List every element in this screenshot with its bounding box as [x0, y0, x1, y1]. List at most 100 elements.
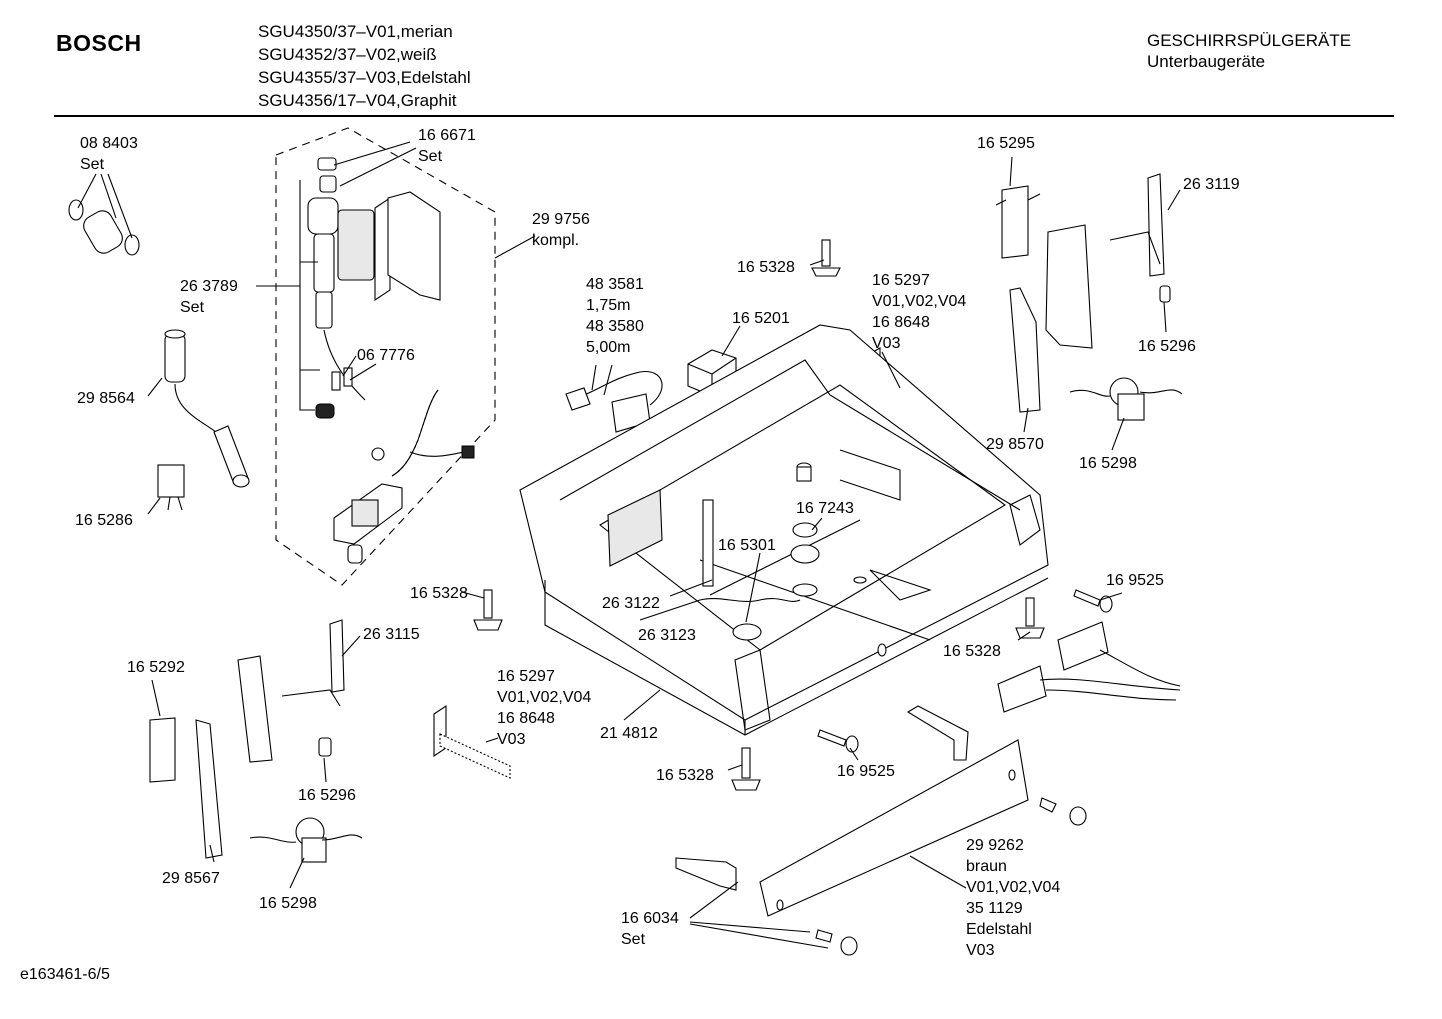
screw-part — [473, 589, 503, 631]
part-note: V03 — [872, 335, 901, 352]
part-note: Set — [180, 299, 205, 316]
part-label: 29 8570 — [986, 436, 1044, 453]
part-label: 16 5286 — [75, 512, 133, 529]
part-number: 29 8570 — [986, 436, 1044, 453]
base-tub-part — [519, 324, 1049, 736]
leader-lines — [77, 141, 1181, 949]
part-label: 16 5301 — [718, 537, 776, 554]
part-number: 16 5292 — [127, 659, 185, 676]
part-note: Set — [418, 148, 443, 165]
part-note: Set — [80, 156, 105, 173]
part-note: 1,75m — [586, 297, 630, 314]
part-label: 16 5296 — [298, 787, 356, 804]
part-number: 35 1129 — [966, 900, 1023, 917]
hinge-clip-part — [1159, 285, 1171, 303]
module-group-outline — [275, 127, 496, 586]
wiring-harness-part — [997, 621, 1181, 713]
part-label: 06 7776 — [357, 347, 415, 364]
part-number: 16 5296 — [298, 787, 356, 804]
hinge-clip-part — [318, 737, 332, 757]
part-number: 16 6034 — [621, 910, 679, 927]
screw-cap-part — [815, 797, 1087, 956]
model-line: SGU4356/17–V04,Graphit — [258, 91, 457, 110]
part-label: 21 4812 — [600, 725, 658, 742]
bracket-part — [675, 857, 737, 891]
part-number: 16 8648 — [872, 314, 930, 331]
kick-panel-part — [759, 739, 1029, 917]
part-label: 29 8567 — [162, 870, 220, 887]
part-number: 16 5298 — [1079, 455, 1137, 472]
part-label: 16 7243 — [796, 500, 854, 517]
connector-cable-part — [565, 371, 663, 433]
part-label: 29 8564 — [77, 390, 135, 407]
part-number: 48 3581 — [586, 276, 644, 293]
part-label: 16 5298 — [1079, 455, 1137, 472]
hinge-cover-part — [995, 185, 1041, 259]
part-label: 16 5292 — [127, 659, 185, 676]
model-line: SGU4352/37–V02,weiß — [258, 45, 437, 64]
part-label: 16 5328 — [410, 585, 468, 602]
part-note: Edelstahl — [966, 921, 1032, 938]
model-list: SGU4350/37–V01,merian SGU4352/37–V02,wei… — [258, 20, 471, 112]
part-number: 16 5201 — [732, 310, 790, 327]
hinge-spring-part — [1069, 377, 1183, 421]
hinge-cover-part — [149, 717, 176, 783]
part-number: 16 5297 — [497, 668, 555, 685]
part-number: 16 5295 — [977, 135, 1035, 152]
part-label: 16 5328 — [943, 643, 1001, 660]
part-number: 16 5328 — [737, 259, 795, 276]
part-note: V03 — [966, 942, 995, 959]
hose-part — [164, 329, 250, 488]
part-number: 29 9262 — [966, 837, 1024, 854]
part-note: V01,V02,V04 — [966, 879, 1060, 896]
part-number: 16 7243 — [796, 500, 854, 517]
part-label: 16 5328 — [656, 767, 714, 784]
part-number: 16 5297 — [872, 272, 930, 289]
part-number: 26 3119 — [1183, 176, 1240, 193]
part-number: 29 9756 — [532, 211, 590, 228]
part-note: Set — [621, 931, 646, 948]
part-number: 16 8648 — [497, 710, 555, 727]
clip-part — [157, 464, 185, 511]
screw-part — [731, 747, 761, 791]
part-note: 5,00m — [586, 339, 630, 356]
screw-part — [811, 239, 841, 277]
part-number: 16 5286 — [75, 512, 133, 529]
part-number: 16 5296 — [1138, 338, 1196, 355]
part-note: braun — [966, 858, 1007, 875]
part-number: 21 4812 — [600, 725, 658, 742]
part-label: 29 9756 kompl. — [532, 211, 590, 249]
part-number: 16 9525 — [837, 763, 895, 780]
screw-part — [1015, 597, 1045, 639]
sensor-mount-part — [333, 483, 403, 564]
part-label: 26 3122 — [602, 595, 660, 612]
model-line: SGU4355/37–V03,Edelstahl — [258, 68, 471, 87]
part-number: 16 5328 — [410, 585, 468, 602]
part-number: 06 7776 — [357, 347, 415, 364]
part-note: kompl. — [532, 232, 579, 249]
seal-ring-part — [790, 522, 820, 564]
part-note: V01,V02,V04 — [872, 293, 966, 310]
hinge-plate-part — [195, 655, 273, 859]
hinge-lever-part — [281, 619, 345, 707]
part-number: 26 3115 — [363, 626, 420, 643]
category-line: Unterbaugeräte — [1147, 52, 1266, 71]
part-number: 16 5298 — [259, 895, 317, 912]
part-label: 16 5328 — [737, 259, 795, 276]
part-label: 16 5295 — [977, 135, 1035, 152]
hinge-plate-part — [1009, 224, 1093, 413]
part-number: 29 8564 — [77, 390, 135, 407]
bracket-strip-part — [906, 705, 969, 761]
part-number: 16 5301 — [718, 537, 776, 554]
hinge-spring-part — [249, 817, 363, 863]
category-line: GESCHIRRSPÜLGERÄTE — [1147, 31, 1352, 50]
part-number: 26 3122 — [602, 595, 660, 612]
part-label: 16 5298 — [259, 895, 317, 912]
drawing-id: e163461-6/5 — [20, 966, 110, 983]
